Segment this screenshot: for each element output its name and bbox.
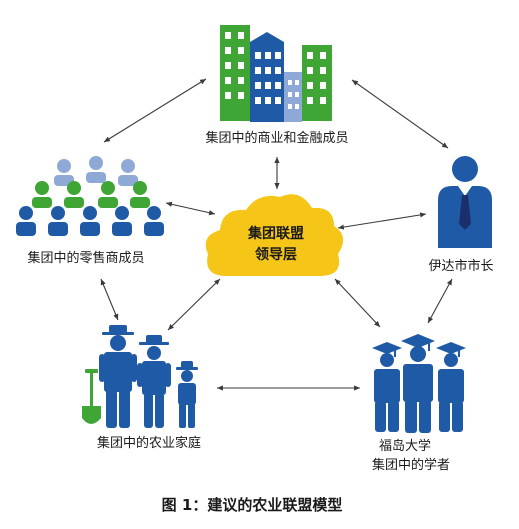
scholars-label-line2: 集团中的学者 [372, 457, 450, 473]
arrow-mayor-scholars [427, 278, 453, 324]
scholars-icon [372, 334, 466, 433]
leadership-label-line1: 集团联盟 [247, 225, 304, 242]
farm-family-label: 集团中的农业家庭 [97, 435, 201, 451]
arrow-mayor-leadership [337, 212, 427, 230]
leadership-cloud-icon [205, 194, 344, 276]
mayor-label: 伊达市市长 [428, 258, 493, 274]
retail-crowd-icon [16, 156, 164, 236]
farm-family-icon [82, 325, 198, 428]
retail-label: 集团中的零售商成员 [27, 250, 144, 266]
arrow-leadership-scholars [334, 278, 381, 328]
arrow-leadership-farm [167, 278, 221, 331]
commerce-finance-label: 集团中的商业和金融成员 [205, 130, 348, 146]
arrow-retail-leadership [165, 201, 216, 216]
connectors [100, 78, 453, 391]
arrow-commerce-mayor [351, 79, 449, 149]
mayor-icon [438, 156, 492, 248]
figure-caption: 图 1：建议的农业联盟模型 [162, 496, 343, 514]
arrow-commerce-retail [103, 78, 207, 143]
arrow-retail-farm [100, 278, 119, 321]
buildings-icon [220, 25, 332, 122]
leadership-label-line2: 领导层 [255, 246, 297, 263]
scholars-label-line1: 福岛大学 [379, 438, 431, 454]
